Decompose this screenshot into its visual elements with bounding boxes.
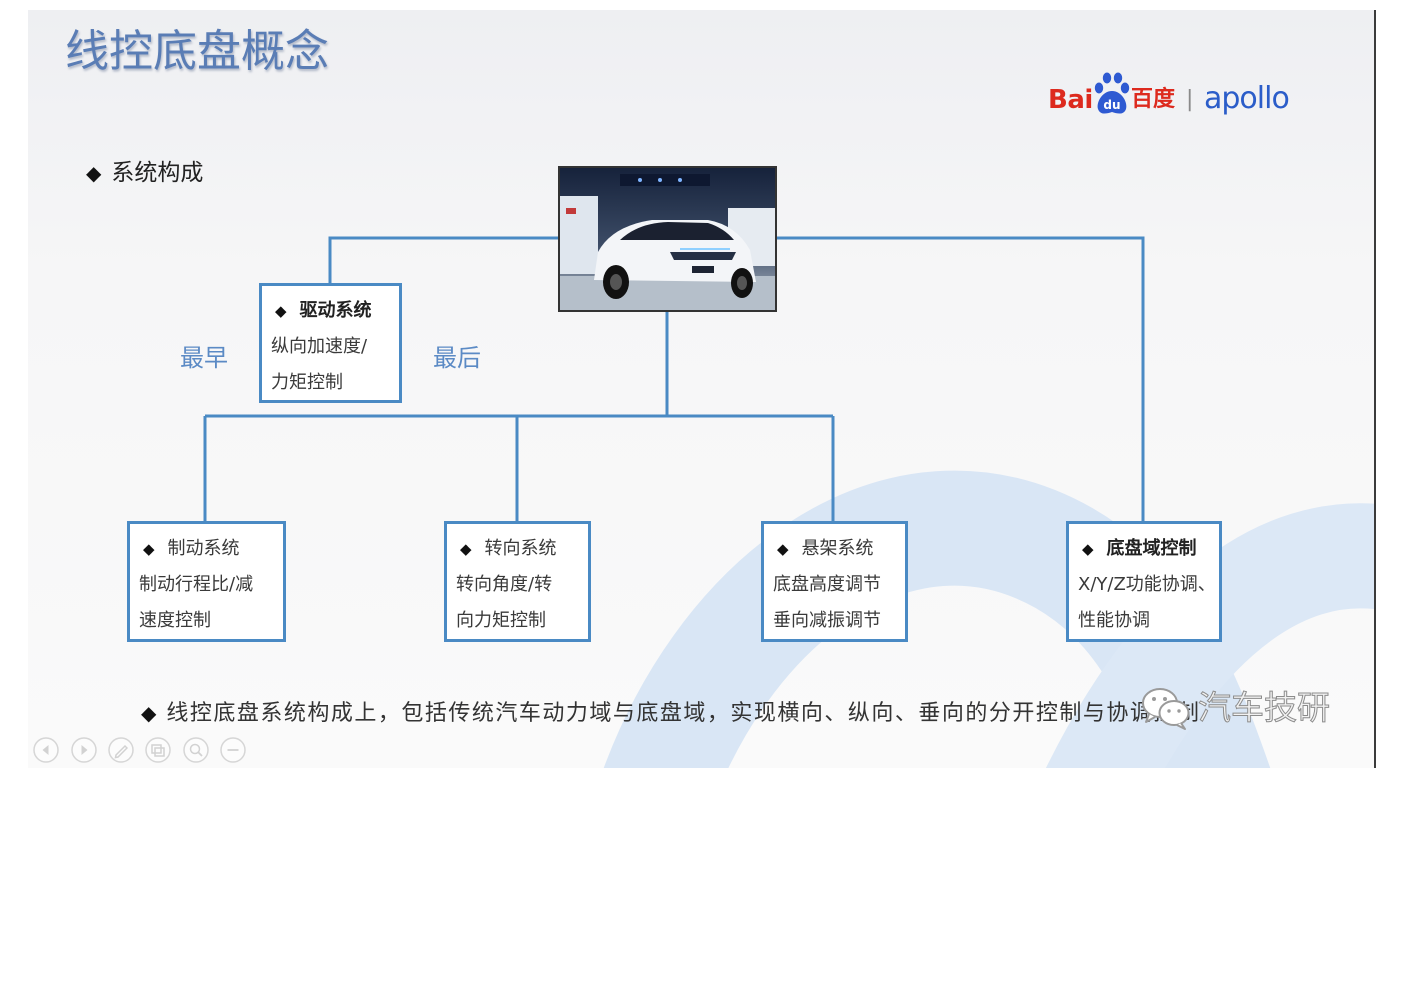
node-heading: ◆ 转向系统 bbox=[456, 531, 588, 567]
wechat-icon bbox=[1142, 688, 1190, 730]
pen-icon[interactable] bbox=[108, 737, 134, 763]
slide-background bbox=[28, 10, 1376, 768]
summary-text: ◆ 线控底盘系统构成上，包括传统汽车动力域与底盘域，实现横向、纵向、垂向的分开控制… bbox=[141, 699, 1200, 728]
node-line: 垂向减振调节 bbox=[773, 610, 881, 631]
diamond-bullet-icon: ◆ bbox=[460, 540, 472, 558]
logo-divider: | bbox=[1186, 87, 1194, 112]
slides-icon[interactable] bbox=[145, 737, 171, 763]
node-heading-text: 悬架系统 bbox=[801, 538, 874, 559]
label-earliest: 最早 bbox=[180, 344, 228, 372]
node-line: 力矩控制 bbox=[271, 372, 343, 393]
diamond-bullet-icon: ◆ bbox=[275, 302, 287, 320]
node-line: 性能协调 bbox=[1078, 610, 1150, 631]
baidu-paw-icon: du bbox=[1094, 72, 1130, 114]
logo-apollo: apollo bbox=[1204, 81, 1290, 116]
node-heading: ◆ 制动系统 bbox=[139, 531, 283, 567]
node-line: 转向角度/转 bbox=[456, 574, 553, 595]
watermark-text: 汽车技研 bbox=[1198, 688, 1331, 728]
node-heading-text: 制动系统 bbox=[167, 538, 240, 559]
node-line: 纵向加速度/ bbox=[271, 336, 368, 357]
node-drive-system: ◆ 驱动系统 纵向加速度/ 力矩控制 bbox=[259, 283, 402, 403]
diamond-bullet-icon: ◆ bbox=[141, 701, 157, 725]
apollo-swoosh-decoration bbox=[603, 470, 1374, 768]
car-photo bbox=[558, 166, 777, 312]
node-line: X/Y/Z功能协调、 bbox=[1078, 574, 1216, 595]
zoom-icon[interactable] bbox=[183, 737, 209, 763]
node-heading-text: 底盘域控制 bbox=[1106, 538, 1197, 559]
label-latest: 最后 bbox=[433, 344, 481, 372]
paw-du-text: du bbox=[1103, 98, 1120, 112]
node-brake-system: ◆ 制动系统 制动行程比/减 速度控制 bbox=[127, 521, 286, 642]
more-icon[interactable] bbox=[220, 737, 246, 763]
node-heading: ◆ 悬架系统 bbox=[773, 531, 905, 567]
page-title: 线控底盘概念 bbox=[65, 26, 329, 77]
summary-text-body: 线控底盘系统构成上，包括传统汽车动力域与底盘域，实现横向、纵向、垂向的分开控制与… bbox=[166, 701, 1201, 726]
node-heading: ◆ 底盘域控制 bbox=[1078, 531, 1219, 567]
car-image bbox=[560, 168, 775, 310]
logo-baidu-text: Bai bbox=[1048, 85, 1093, 115]
node-heading-text: 驱动系统 bbox=[299, 300, 372, 321]
node-chassis-domain-control: ◆ 底盘域控制 X/Y/Z功能协调、 性能协调 bbox=[1066, 521, 1222, 642]
diamond-bullet-icon: ◆ bbox=[777, 540, 789, 558]
node-heading: ◆ 驱动系统 bbox=[271, 293, 399, 329]
diamond-bullet-icon: ◆ bbox=[86, 161, 102, 185]
node-line: 制动行程比/减 bbox=[139, 574, 254, 595]
node-heading-text: 转向系统 bbox=[484, 538, 557, 559]
node-line: 速度控制 bbox=[139, 610, 211, 631]
logo-baidu-cn: 百度 bbox=[1131, 87, 1176, 112]
arrow-right-icon[interactable] bbox=[71, 737, 97, 763]
diamond-bullet-icon: ◆ bbox=[1082, 540, 1094, 558]
section-heading: ◆ 系统构成 bbox=[86, 158, 203, 188]
arrow-left-icon[interactable] bbox=[33, 737, 59, 763]
diamond-bullet-icon: ◆ bbox=[143, 540, 155, 558]
node-suspension-system: ◆ 悬架系统 底盘高度调节 垂向减振调节 bbox=[761, 521, 908, 642]
node-line: 向力矩控制 bbox=[456, 610, 546, 631]
node-line: 底盘高度调节 bbox=[773, 574, 881, 595]
section-heading-text: 系统构成 bbox=[111, 160, 204, 186]
node-steering-system: ◆ 转向系统 转向角度/转 向力矩控制 bbox=[444, 521, 591, 642]
